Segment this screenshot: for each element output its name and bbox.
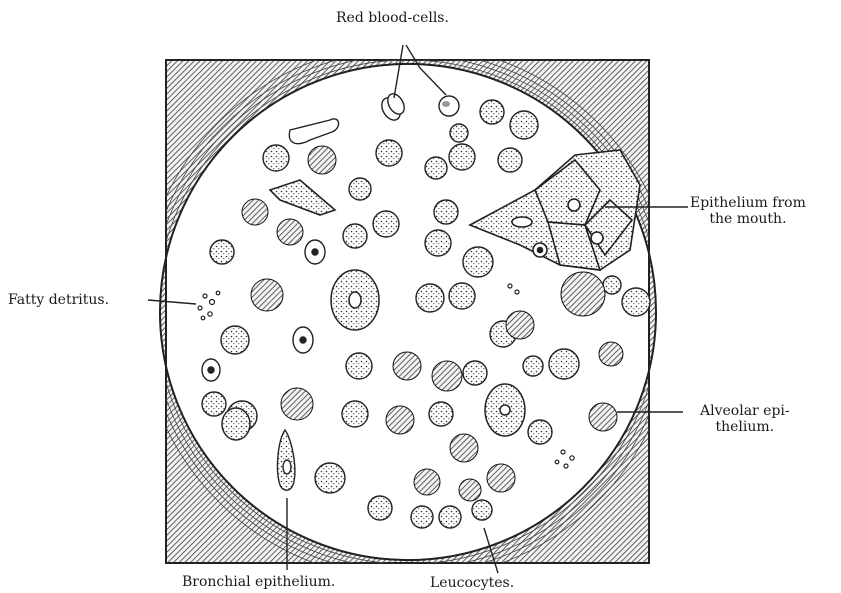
label-bronchial-epithelium: Bronchial epithelium. xyxy=(182,574,335,590)
label-epithelium-from-mouth: Epithelium from the mouth. xyxy=(690,195,806,227)
label-epithelium-line2: the mouth. xyxy=(690,211,806,227)
bronchial-epithelium-cell xyxy=(278,430,295,490)
red-blood-cells xyxy=(289,91,459,144)
label-alveolar-line1: Alveolar epi- xyxy=(700,403,790,419)
label-alveolar-epithelium: Alveolar epi- thelium. xyxy=(700,403,790,435)
label-leucocytes: Leucocytes. xyxy=(430,575,514,591)
label-red-blood-cells: Red blood-cells. xyxy=(336,10,449,26)
label-fatty-detritus: Fatty detritus. xyxy=(8,292,109,308)
label-epithelium-line1: Epithelium from xyxy=(690,195,806,211)
label-alveolar-line2: thelium. xyxy=(700,419,790,435)
